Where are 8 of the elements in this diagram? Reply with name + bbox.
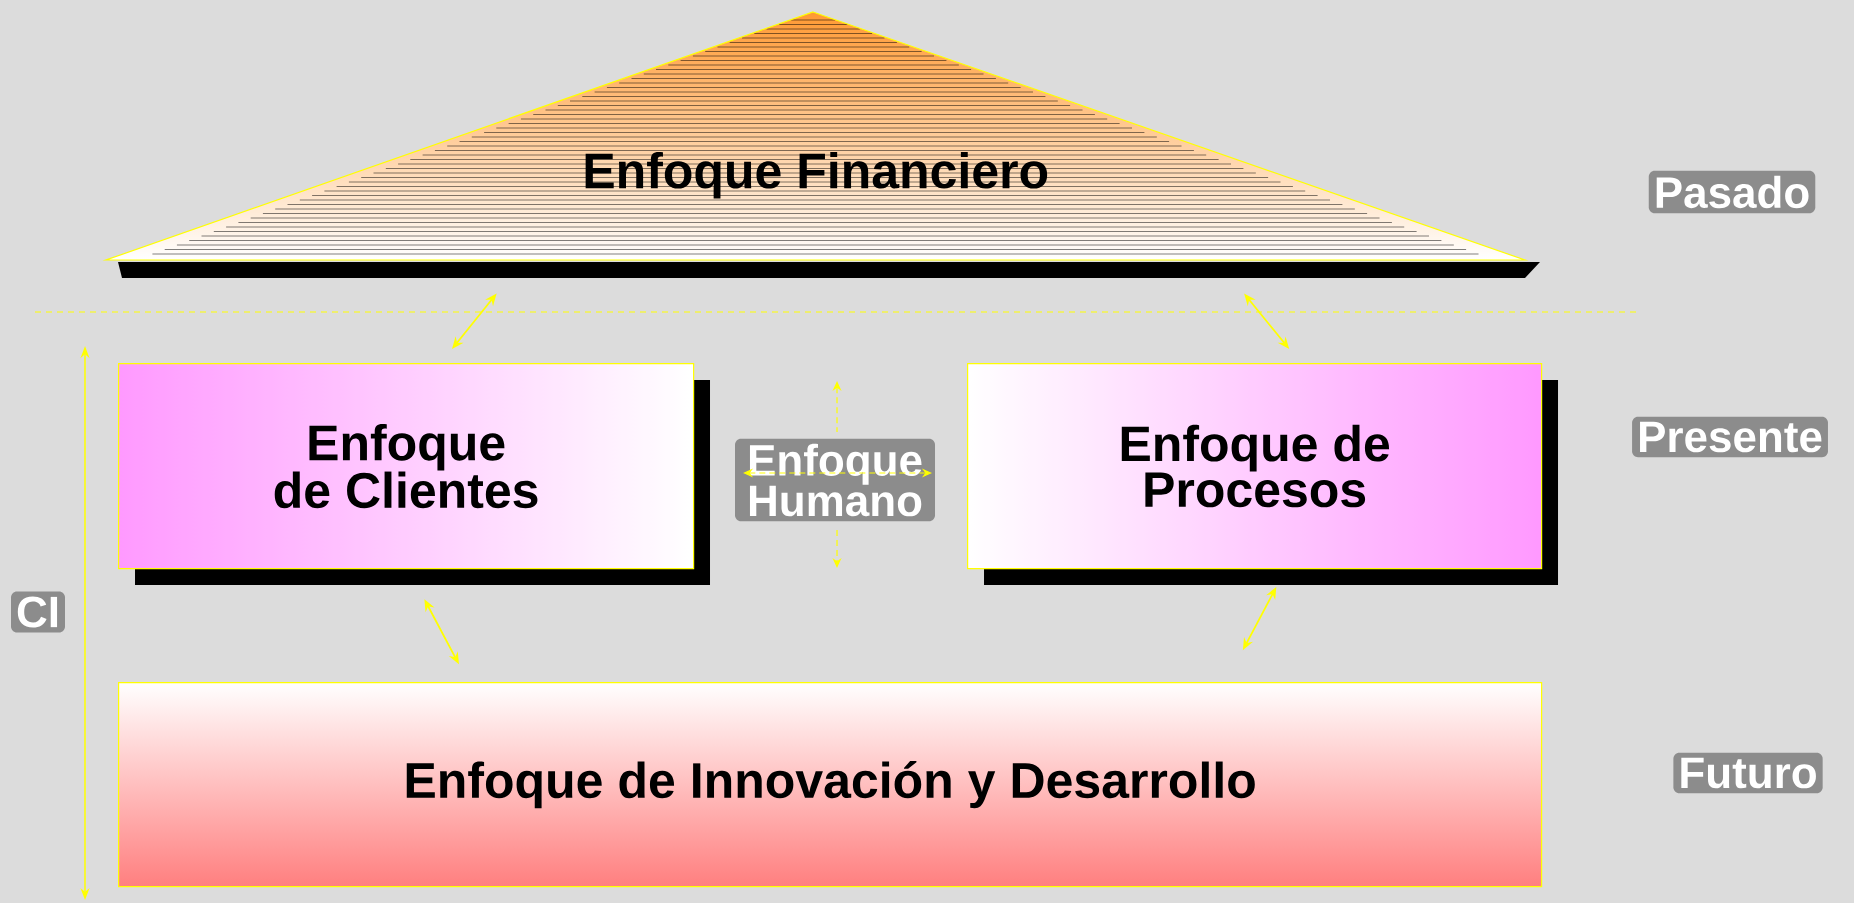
focus-label: Enfoque Humano — [735, 438, 935, 522]
time-label: Futuro — [1673, 752, 1823, 794]
time-label: Presente — [1632, 416, 1828, 458]
time-label: Pasado — [1648, 170, 1816, 214]
focus-box: Enfoque de Procesos — [967, 363, 1558, 585]
focus-box: Enfoque de Innovación y Desarrollo — [118, 682, 1543, 888]
axis-label: CI — [11, 591, 65, 633]
focus-box: Enfoque de Clientes — [118, 363, 710, 585]
